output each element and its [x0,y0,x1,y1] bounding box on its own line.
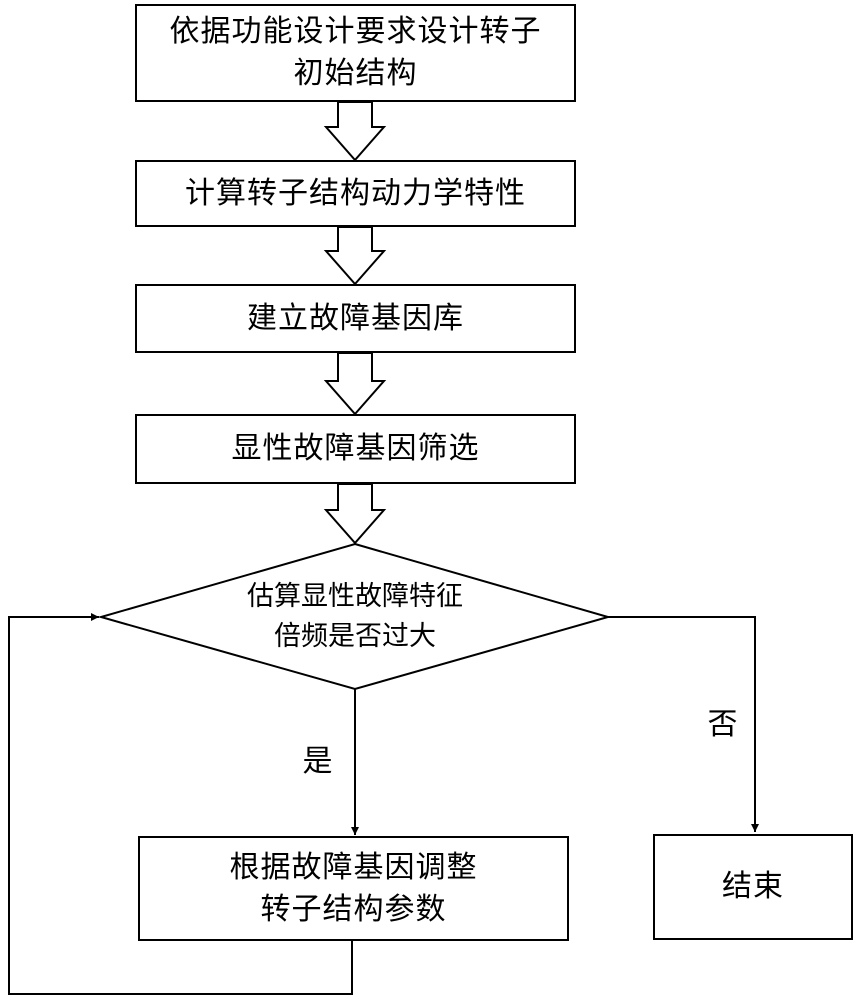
adjust-line-2: 转子结构参数 [260,891,447,927]
hollow-down-arrow-1 [323,101,387,162]
end-label: 结束 [722,869,784,904]
step-screen-dominant-fault-genes: 显性故障基因筛选 [135,414,576,484]
step-adjust-rotor-parameters: 根据故障基因调整 转子结构参数 [138,836,569,941]
step-2-label: 计算转子结构动力学特性 [185,175,526,211]
step-1-line-1: 依据功能设计要求设计转子 [169,14,542,49]
step-build-fault-gene-library: 建立故障基因库 [135,284,576,353]
step-design-initial-structure: 依据功能设计要求设计转子 初始结构 [135,4,576,102]
step-4-label: 显性故障基因筛选 [231,431,480,466]
hollow-down-arrow-3 [323,352,387,416]
step-1-line-2: 初始结构 [293,56,418,91]
step-3-label: 建立故障基因库 [247,300,464,336]
no-branch-line [608,616,759,832]
no-label: 否 [707,707,739,742]
end-box: 结束 [653,834,853,940]
hollow-down-arrow-2 [323,226,387,286]
decision-line-1: 估算显性故障特征 [247,581,463,612]
hollow-down-arrow-4 [323,483,387,545]
step-compute-dynamics: 计算转子结构动力学特性 [135,160,576,227]
yes-label: 是 [302,744,334,779]
adjust-line-1: 根据故障基因调整 [229,849,478,885]
decision-line-2: 倍频是否过大 [274,621,436,652]
feedback-loop-line [8,613,353,995]
decision-label: 估算显性故障特征 倍频是否过大 [205,577,505,657]
